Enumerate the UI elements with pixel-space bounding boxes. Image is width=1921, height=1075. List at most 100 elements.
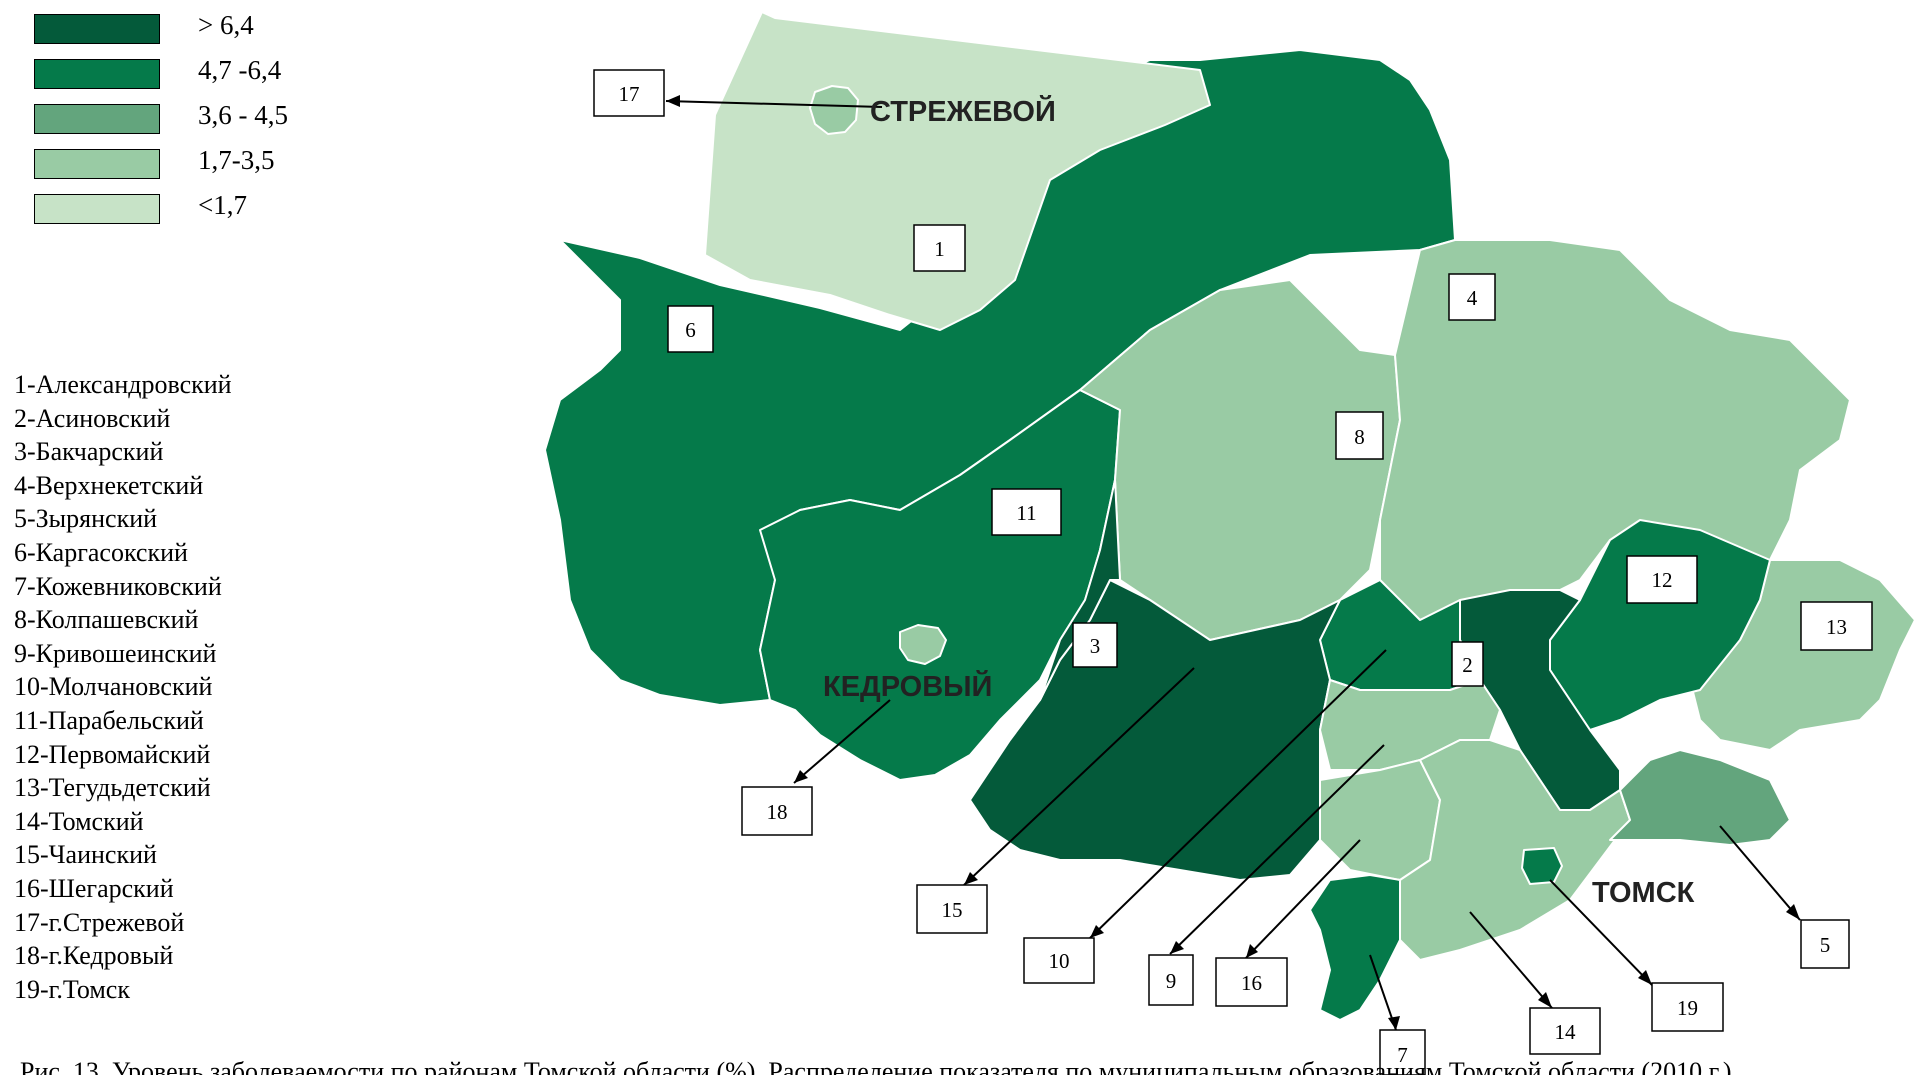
district-item-1: 1-Александровский	[14, 370, 232, 399]
legend-label-2: 4,7 -6,4	[198, 55, 282, 85]
district-item-18: 18-г.Кедровый	[14, 941, 174, 971]
district-item-4: 4-Верхнекетский	[14, 470, 204, 500]
city-label-kedrovy: КЕДРОВЫЙ	[823, 669, 992, 703]
box-13	[1800, 601, 1873, 651]
box-1	[913, 224, 966, 272]
box-label-5: 5	[1820, 933, 1831, 957]
legend-label-3: 3,6 - 4,5	[198, 100, 288, 130]
box-label-7: 7	[1397, 1043, 1408, 1067]
box-16	[1215, 957, 1288, 1007]
figure-caption: Рис. 13. Уровень заболеваемости по район…	[20, 1057, 1732, 1075]
box-label-11: 11	[1016, 501, 1036, 525]
box-17	[593, 69, 665, 117]
legend-swatch-1	[34, 14, 160, 44]
leader-line-14	[1469, 911, 1553, 1009]
box-12	[1626, 555, 1698, 604]
box-label-8: 8	[1354, 425, 1365, 449]
box-15	[916, 884, 988, 934]
legend-swatch-5	[34, 194, 160, 224]
box-label-12: 12	[1652, 568, 1673, 592]
arrow-head-16	[1246, 944, 1258, 958]
box-11	[991, 488, 1062, 536]
legend-label-1: > 6,4	[198, 10, 254, 40]
legend-swatch-3	[34, 104, 160, 134]
arrow-head-15	[964, 872, 978, 885]
district-list: 1-Александровский 2-Асиновский 3-Бакчарс…	[14, 368, 232, 1006]
district-item-12: 12-Первомайский	[14, 739, 211, 769]
district-item-10: 10-Молчановский	[14, 672, 213, 702]
city-tomsk	[1521, 847, 1563, 885]
box-label-15: 15	[942, 898, 963, 922]
city-kedrovy	[899, 624, 947, 665]
box-5	[1800, 919, 1850, 969]
arrow-head-14	[1538, 992, 1552, 1008]
box-label-18: 18	[767, 800, 788, 824]
leader-line-15	[963, 667, 1195, 886]
region-kozhevnikovsky	[1309, 874, 1401, 1021]
box-8	[1335, 411, 1384, 460]
leader-line-10	[1089, 649, 1387, 939]
arrow-head-17	[666, 95, 680, 107]
box-7	[1379, 1029, 1426, 1075]
box-label-19: 19	[1677, 996, 1698, 1020]
box-18	[741, 786, 813, 836]
legend-label-5: <1,7	[198, 190, 247, 220]
legend-swatch-4	[34, 149, 160, 179]
arrow-head-5	[1786, 904, 1800, 920]
district-item-15: 15-Чаинский	[14, 840, 157, 870]
leader-line-5	[1719, 825, 1801, 921]
city-label-strezhevoy: СТРЕЖЕВОЙ	[870, 94, 1056, 128]
box-label-4: 4	[1467, 286, 1478, 310]
arrow-head-10	[1090, 925, 1104, 938]
box-label-16: 16	[1241, 971, 1262, 995]
box-4	[1448, 273, 1496, 321]
arrow-head-19	[1638, 970, 1652, 985]
region-bakcharsky	[1039, 479, 1121, 701]
district-item-2: 2-Асиновский	[14, 403, 171, 433]
district-item-17: 17-г.Стрежевой	[14, 907, 185, 937]
box-2	[1451, 641, 1484, 687]
box-label-10: 10	[1049, 949, 1070, 973]
region-chainsky	[969, 579, 1341, 881]
district-item-16: 16-Шегарский	[14, 873, 174, 903]
district-item-3: 3-Бакчарский	[14, 437, 164, 467]
leader-line-18	[793, 699, 891, 784]
district-item-8: 8-Колпашевский	[14, 605, 199, 635]
district-item-6: 6-Каргасокский	[14, 537, 188, 567]
district-item-14: 14-Томский	[14, 806, 144, 836]
leader-line-17	[665, 100, 883, 108]
city-strezhevoy	[809, 85, 859, 135]
district-item-11: 11-Парабельский	[14, 705, 204, 735]
box-label-14: 14	[1555, 1020, 1577, 1044]
box-3	[1072, 622, 1118, 668]
box-label-6: 6	[685, 318, 696, 342]
arrow-head-7	[1388, 1016, 1400, 1030]
region-parabelsky	[759, 389, 1121, 781]
box-14	[1529, 1007, 1601, 1055]
box-6	[667, 305, 714, 353]
box-10	[1023, 937, 1095, 984]
legend-label-4: 1,7-3,5	[198, 145, 275, 175]
city-label-tomsk: ТОМСК	[1592, 877, 1695, 909]
box-label-2: 2	[1462, 653, 1473, 677]
leader-line-16	[1245, 839, 1361, 959]
box-19	[1651, 982, 1724, 1032]
leader-line-19	[1549, 879, 1653, 986]
region-zyryansky	[1609, 749, 1791, 846]
box-label-1: 1	[934, 237, 945, 261]
district-item-19: 19-г.Томск	[14, 974, 130, 1004]
box-label-13: 13	[1826, 615, 1847, 639]
arrow-head-18	[794, 770, 808, 783]
district-item-5: 5-Зырянский	[14, 504, 158, 534]
legend-swatch-2	[34, 59, 160, 89]
district-item-9: 9-Кривошеинский	[14, 638, 217, 668]
box-label-3: 3	[1090, 634, 1101, 658]
district-item-13: 13-Тегудьдетский	[14, 773, 211, 803]
district-item-7: 7-Кожевниковский	[14, 571, 222, 601]
box-9	[1148, 954, 1194, 1006]
box-label-9: 9	[1166, 969, 1177, 993]
arrow-head-9	[1170, 941, 1184, 954]
leader-line-9	[1169, 744, 1385, 955]
box-label-17: 17	[619, 82, 640, 106]
